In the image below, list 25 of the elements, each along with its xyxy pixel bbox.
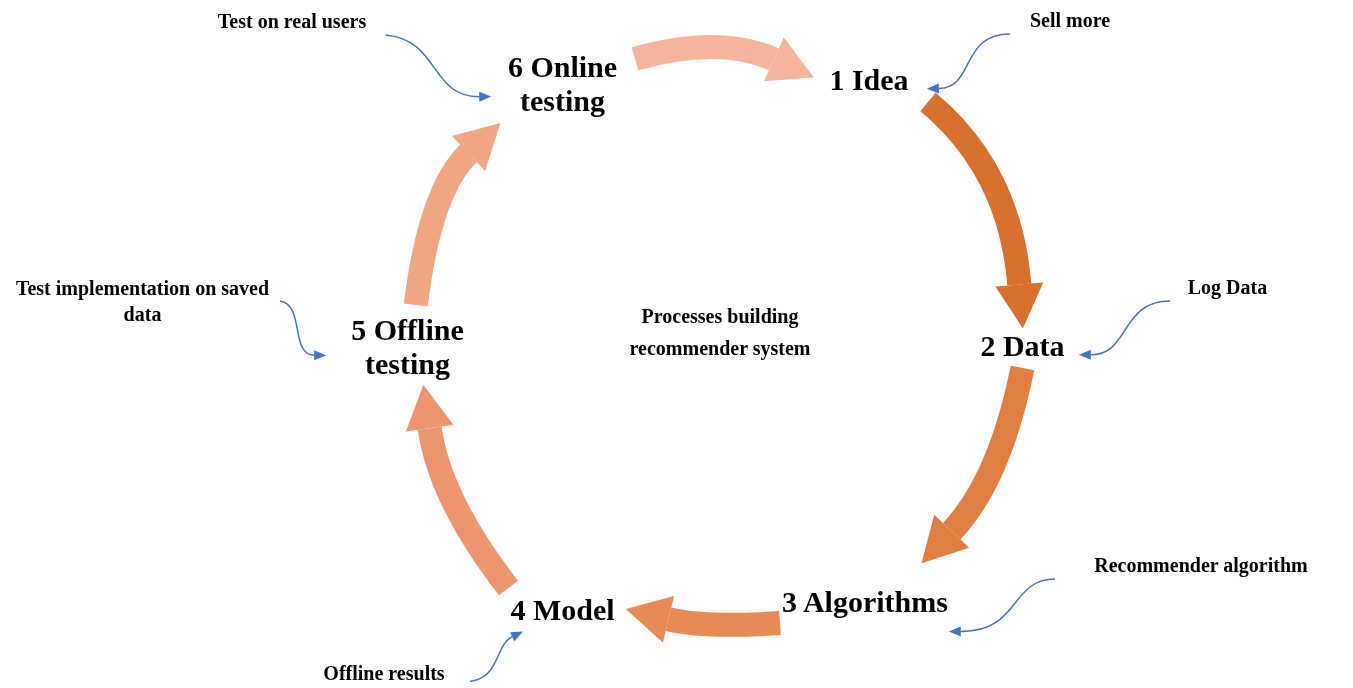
annotation-text: Offline results (323, 661, 445, 686)
curved-arrow (279, 300, 326, 361)
curved-arrow (469, 630, 523, 683)
curved-arrow (948, 578, 1056, 637)
annotation-text: Test on real users (217, 9, 367, 34)
step-label: 2 Data (980, 329, 1065, 363)
curved-block-arrow (625, 595, 781, 643)
annotation-text: Log Data (1187, 275, 1268, 300)
curved-arrow (1078, 300, 1171, 360)
step-label: 3 Algorithms (782, 585, 948, 619)
step-label: 1 Idea (829, 63, 909, 97)
annotation-text: Test implementation on saved data (14, 276, 271, 327)
curved-arrow (384, 34, 492, 102)
center-title: Processes building recommender system (628, 304, 812, 362)
curved-block-arrow (922, 365, 1035, 565)
annotation-text: Sell more (1029, 8, 1111, 33)
step-label: 6 Online testing (506, 50, 619, 118)
annotation-text: Recommender algorithm (1094, 553, 1308, 578)
curved-block-arrow (632, 35, 815, 82)
curved-arrow (926, 33, 1011, 94)
curved-block-arrow (406, 384, 519, 596)
step-label: 5 Offline testing (350, 313, 465, 381)
curved-block-arrow (920, 93, 1044, 329)
step-label: 4 Model (510, 593, 615, 627)
curved-block-arrow (403, 121, 499, 307)
